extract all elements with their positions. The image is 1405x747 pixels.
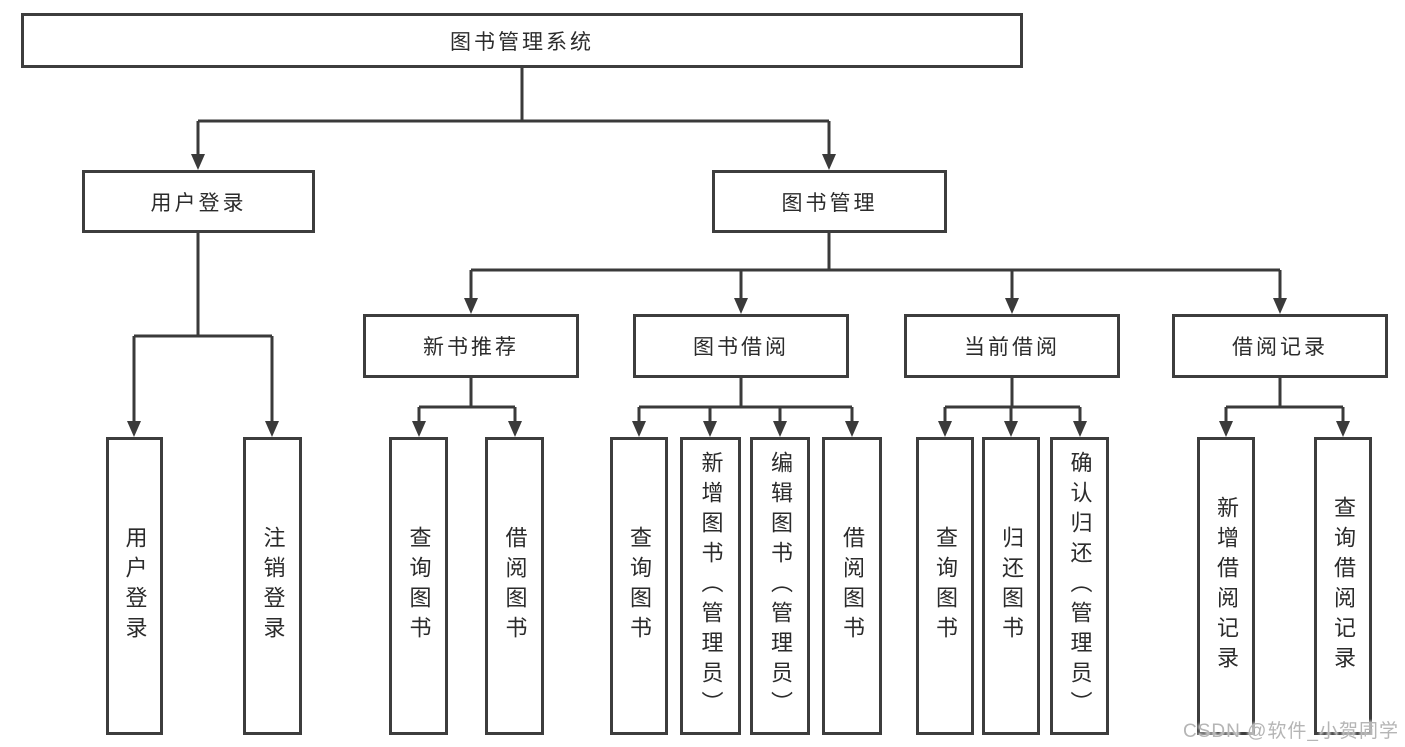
csdn-watermark: CSDN @软件_小贺同学 xyxy=(1183,721,1399,742)
node-label: 图书管理 xyxy=(781,191,878,215)
node-label: 当前借阅 xyxy=(964,336,1060,359)
leaf-query-books-current: 查询图书 xyxy=(916,437,974,735)
node-user-login: 用户登录 xyxy=(82,170,315,233)
node-label: 借阅图书 xyxy=(840,526,865,646)
leaf-edit-book-admin: 编辑图书（管理员） xyxy=(750,437,810,735)
leaf-borrow-books-recommend: 借阅图书 xyxy=(485,437,544,735)
leaf-query-borrow-record: 查询借阅记录 xyxy=(1314,437,1372,735)
node-current-borrow: 当前借阅 xyxy=(904,314,1120,378)
leaf-query-books-recommend: 查询图书 xyxy=(389,437,448,735)
leaf-confirm-return-admin: 确认归还（管理员） xyxy=(1050,437,1109,735)
arrowheads xyxy=(127,154,1350,437)
node-label: 查询图书 xyxy=(627,526,652,646)
node-new-book-recommend: 新书推荐 xyxy=(363,314,579,378)
node-label: 确认归还（管理员） xyxy=(1067,451,1093,721)
leaf-return-book: 归还图书 xyxy=(982,437,1040,735)
node-book-borrow: 图书借阅 xyxy=(633,314,849,378)
node-label: 借阅图书 xyxy=(502,526,528,646)
leaf-borrow-books: 借阅图书 xyxy=(822,437,882,735)
node-label: 新增借阅记录 xyxy=(1214,496,1239,676)
node-label: 借阅记录 xyxy=(1232,336,1328,359)
node-label: 新增图书（管理员） xyxy=(698,451,724,721)
node-book-management: 图书管理 xyxy=(712,170,947,233)
leaf-logout: 注销登录 xyxy=(243,437,302,735)
node-label: 查询图书 xyxy=(406,526,432,646)
node-label: 新书推荐 xyxy=(423,336,519,359)
node-label: 编辑图书（管理员） xyxy=(768,451,793,721)
node-label: 注销登录 xyxy=(260,526,286,646)
node-label: 用户登录 xyxy=(122,526,148,646)
leaf-query-books-borrow: 查询图书 xyxy=(610,437,668,735)
leaf-add-borrow-record: 新增借阅记录 xyxy=(1197,437,1255,735)
leaf-add-book-admin: 新增图书（管理员） xyxy=(680,437,741,735)
node-label: 归还图书 xyxy=(999,526,1024,646)
node-label: 图书管理系统 xyxy=(450,30,594,54)
node-label: 用户登录 xyxy=(150,191,247,215)
node-root-system: 图书管理系统 xyxy=(21,13,1023,68)
node-label: 图书借阅 xyxy=(693,336,789,359)
node-borrow-records: 借阅记录 xyxy=(1172,314,1388,378)
leaf-user-login: 用户登录 xyxy=(106,437,163,735)
node-label: 查询图书 xyxy=(933,526,958,646)
node-label: 查询借阅记录 xyxy=(1331,496,1356,676)
